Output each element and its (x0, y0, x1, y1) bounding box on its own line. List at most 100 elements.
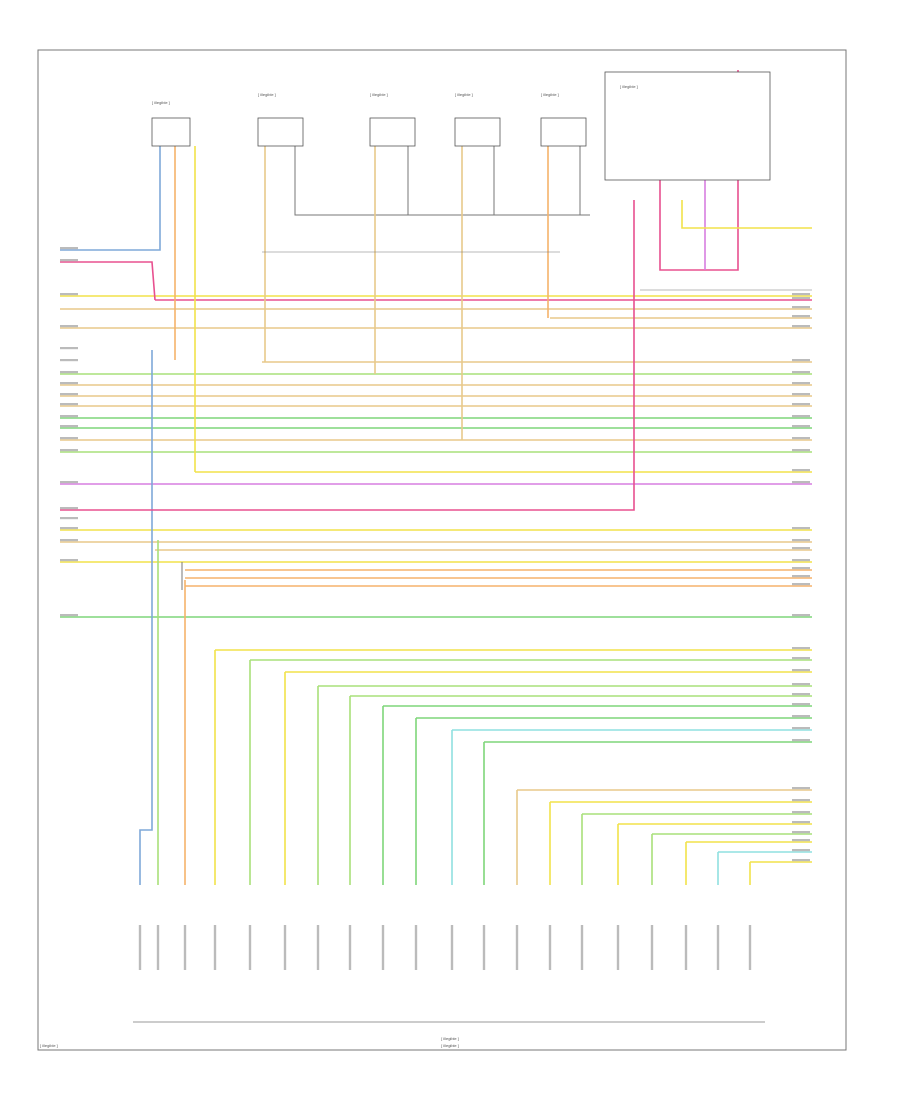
wire-label-mark (792, 739, 810, 742)
wire-label-mark (792, 575, 810, 578)
wire-label-mark (792, 821, 810, 824)
wire (659, 140, 739, 271)
connector-label: [ illegible ] (152, 100, 170, 105)
terminal-label-mark (580, 925, 584, 970)
wire-label-mark (60, 559, 78, 562)
wire-label-mark (792, 547, 810, 550)
terminal-label-mark (183, 925, 187, 970)
terminal-label-mark (684, 925, 688, 970)
wire-label-mark (792, 683, 810, 686)
terminal-label-mark (650, 925, 654, 970)
connector-label: [ illegible ] (541, 92, 559, 97)
module-a: [ illegible ] (257, 92, 304, 147)
terminal-label-mark (548, 925, 552, 970)
wire-label-mark (792, 849, 810, 852)
wire-label-mark (792, 614, 810, 617)
terminal-label-mark (515, 925, 519, 970)
wire-label-mark (792, 415, 810, 418)
wire-label-mark (792, 559, 810, 562)
wire-label-mark (792, 425, 810, 428)
terminal-label-mark (482, 925, 486, 970)
diagram-frame (37, 49, 847, 1051)
terminal-label-mark (381, 925, 385, 970)
wire-label-mark (792, 669, 810, 672)
wire-label-mark (792, 382, 810, 385)
wire-label-mark (792, 727, 810, 730)
wire-label-mark (792, 359, 810, 362)
wire-label-mark (792, 403, 810, 406)
wire-label-mark (60, 371, 78, 374)
wire-label-mark (792, 325, 810, 328)
wire-label-mark (792, 449, 810, 452)
terminal-label-mark (450, 925, 454, 970)
wire-label-mark (792, 859, 810, 862)
wire-label-mark (792, 315, 810, 318)
wire-label-mark (792, 839, 810, 842)
wire-label-mark (60, 425, 78, 428)
wire-label-mark (60, 527, 78, 530)
wire-label-mark (792, 469, 810, 472)
wire-label-mark (792, 693, 810, 696)
module-d: [ illegible ] (540, 92, 587, 147)
wire-label-mark (792, 527, 810, 530)
wire-label-mark (60, 507, 78, 510)
terminal-label-mark (716, 925, 720, 970)
footer-title-1: [ illegible ] (441, 1036, 459, 1041)
wire-label-mark (792, 583, 810, 586)
wire-label-mark (60, 437, 78, 440)
wire-label-mark (60, 415, 78, 418)
wire (139, 350, 153, 885)
wire (60, 200, 635, 511)
wire-label-mark (792, 371, 810, 374)
connector-label: [ illegible ] (370, 92, 388, 97)
wire-label-mark (792, 539, 810, 542)
wire-label-mark (792, 567, 810, 570)
footer-title-2: [ illegible ] (441, 1043, 459, 1048)
wire-label-mark (60, 293, 78, 296)
wire-label-mark (60, 481, 78, 484)
wire-label-mark (792, 437, 810, 440)
wire (60, 146, 161, 251)
terminal-label-mark (616, 925, 620, 970)
module-b: [ illegible ] (369, 92, 416, 147)
wire-label-mark (792, 811, 810, 814)
wire-label-mark (792, 799, 810, 802)
wire-label-mark (792, 647, 810, 650)
relay-block: [ illegible ] (604, 71, 771, 181)
wire-label-mark (60, 393, 78, 396)
wire-label-mark (792, 293, 810, 296)
wire-label-mark (60, 614, 78, 617)
module-c: [ illegible ] (454, 92, 501, 147)
diagram-id-label: [ illegible ] (40, 1043, 58, 1048)
terminal-label-mark (138, 925, 142, 970)
wire-label-mark (792, 481, 810, 484)
wire-label-mark (60, 449, 78, 452)
wire-label-mark (60, 382, 78, 385)
wire-label-mark (60, 539, 78, 542)
wire-label-mark (792, 657, 810, 660)
connector-label: [ illegible ] (620, 84, 638, 89)
wire-label-mark (792, 703, 810, 706)
terminal-label-mark (748, 925, 752, 970)
wire-label-mark (60, 403, 78, 406)
wire-label-mark (792, 787, 810, 790)
terminal-label-mark (283, 925, 287, 970)
wire-label-mark (60, 325, 78, 328)
terminal-label-mark (316, 925, 320, 970)
connector-label: [ illegible ] (258, 92, 276, 97)
wire-label-mark (792, 831, 810, 834)
wire-label-mark (60, 517, 78, 520)
wire-label-mark (792, 393, 810, 396)
wire-label-mark (60, 347, 78, 350)
wire (681, 200, 812, 229)
top-left-sensor: [ illegible ] (151, 100, 191, 147)
wire-label-mark (792, 306, 810, 309)
terminal-label-mark (414, 925, 418, 970)
wire-label-mark (60, 359, 78, 362)
wire-label-mark (60, 259, 78, 262)
connector-label: [ illegible ] (455, 92, 473, 97)
wire-label-mark (792, 715, 810, 718)
terminal-label-mark (248, 925, 252, 970)
terminal-label-mark (156, 925, 160, 970)
